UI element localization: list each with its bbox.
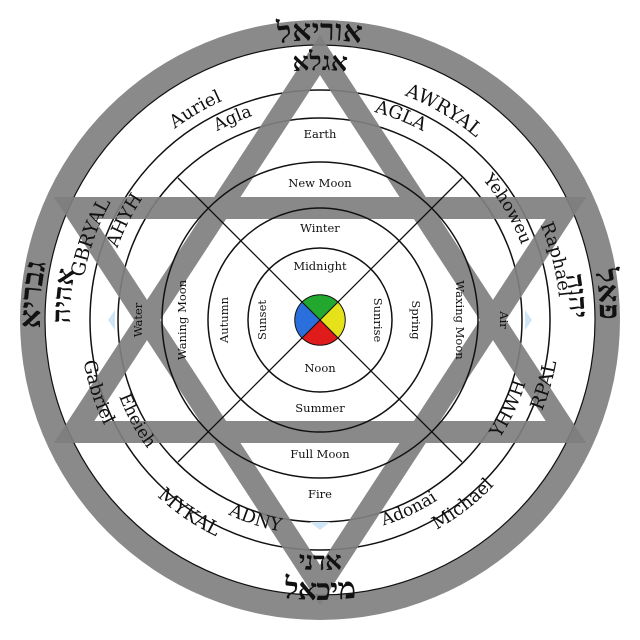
time-east: Sunrise bbox=[371, 298, 385, 343]
inner-west-hebrew: אהיה bbox=[47, 266, 82, 323]
moon-south: Full Moon bbox=[290, 447, 350, 461]
inner-north-hebrew: אגלא bbox=[291, 47, 348, 78]
wheel-north bbox=[301, 294, 339, 321]
outer-south-hebrew: מיכאל bbox=[281, 571, 357, 608]
inner-south-hebrew: אדני bbox=[297, 546, 342, 577]
outer-north-hebrew: אוריאל bbox=[274, 13, 364, 51]
inner-south-hebrew-text: אדני bbox=[297, 546, 342, 577]
season-east: Spring bbox=[409, 300, 423, 340]
element-east: Air bbox=[497, 310, 511, 329]
time-west: Sunset bbox=[255, 300, 269, 340]
season-north: Winter bbox=[300, 221, 340, 235]
element-south: Fire bbox=[308, 487, 332, 501]
circle-times bbox=[247, 247, 393, 393]
color-wheel bbox=[294, 294, 346, 346]
time-south: Noon bbox=[304, 361, 336, 375]
moon-east: Waxing Moon bbox=[453, 280, 467, 360]
element-north: Earth bbox=[304, 127, 337, 141]
circle-moons bbox=[161, 161, 479, 479]
wheel-south bbox=[301, 319, 339, 346]
time-north: Midnight bbox=[293, 259, 347, 273]
outer-west-hebrew-text: גבריאל bbox=[0, 0, 54, 329]
outer-west-hebrew: גבריאל bbox=[0, 0, 54, 329]
inner-west-hebrew-text: אהיה bbox=[47, 266, 82, 323]
outer-north-hebrew-text: אוריאל bbox=[274, 13, 364, 51]
circle-seasons bbox=[207, 207, 433, 433]
season-south: Summer bbox=[295, 401, 345, 415]
wheel-west bbox=[294, 301, 321, 339]
compass-markers bbox=[108, 310, 532, 530]
inner-ring-line bbox=[89, 89, 551, 551]
element-west: Water bbox=[131, 302, 145, 337]
season-west: Autumn bbox=[217, 296, 231, 344]
outer-south-hebrew-text: מיכאל bbox=[281, 571, 357, 608]
moon-north: New Moon bbox=[288, 176, 352, 190]
inner-north-hebrew-text: אגלא bbox=[291, 47, 348, 78]
wheel-east bbox=[319, 301, 346, 339]
moon-west: Waning Moon bbox=[175, 279, 189, 360]
